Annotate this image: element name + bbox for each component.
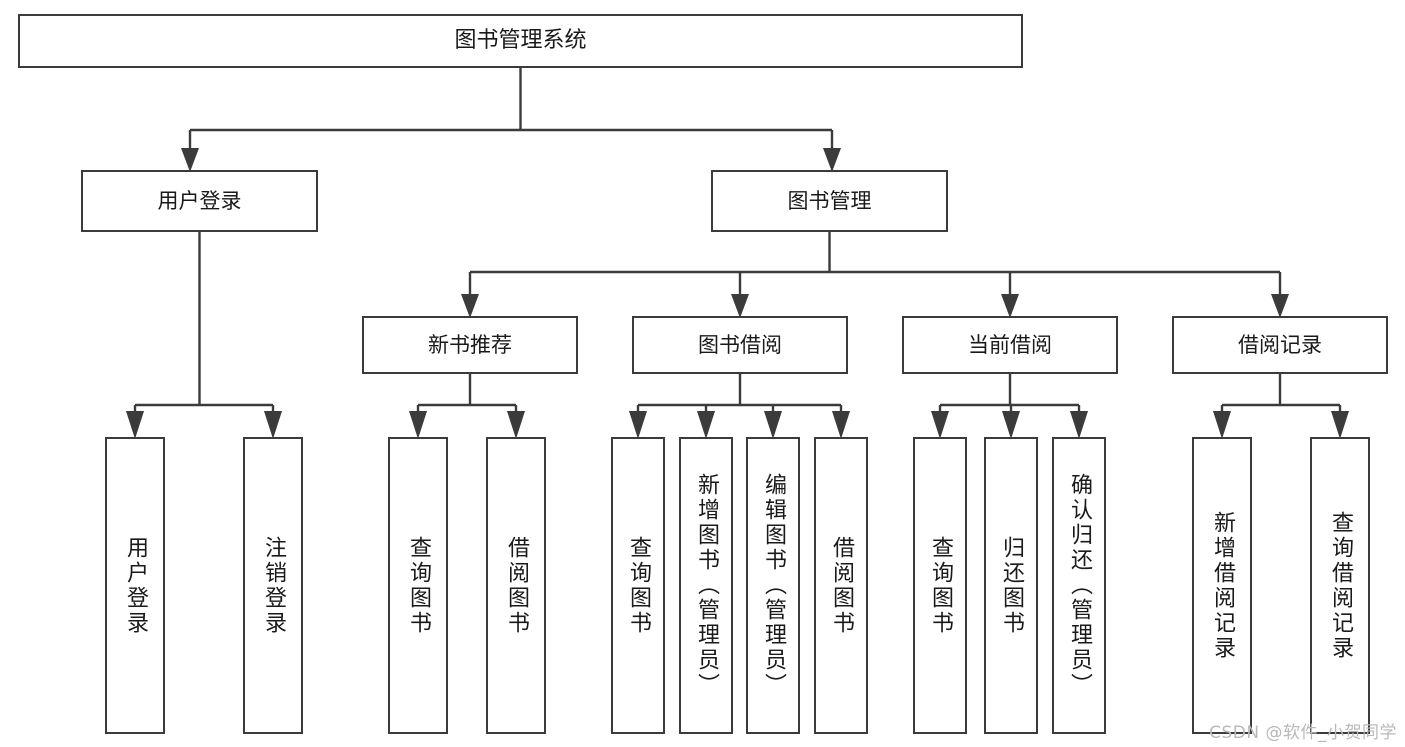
leaf-query-book-1-label: 查询图书 (406, 535, 431, 636)
arrowhead-borrow-record (1271, 294, 1289, 318)
node-root-label: 图书管理系统 (454, 28, 587, 54)
arrowhead-leaf-query-book-2 (629, 411, 647, 439)
node-root[interactable]: 图书管理系统 (18, 14, 1023, 68)
leaf-add-book-label: 新增图书（管理员） (694, 473, 719, 698)
node-user-login[interactable]: 用户登录 (81, 170, 318, 232)
leaf-borrow-book-2[interactable]: 借阅图书 (814, 437, 868, 734)
node-book-manage-label: 图书管理 (787, 188, 872, 213)
node-current-borrow[interactable]: 当前借阅 (902, 316, 1118, 374)
node-new-book-rec[interactable]: 新书推荐 (362, 316, 578, 374)
leaf-query-record[interactable]: 查询借阅记录 (1310, 437, 1370, 734)
arrowhead-leaf-add-book (697, 411, 715, 439)
arrowhead-book-manage (823, 148, 841, 172)
node-borrow-record[interactable]: 借阅记录 (1172, 316, 1388, 374)
arrowhead-book-borrow (731, 294, 749, 318)
arrowhead-leaf-query-book-1 (409, 411, 427, 439)
leaf-logout[interactable]: 注销登录 (243, 437, 303, 734)
leaf-logout-label: 注销登录 (261, 535, 286, 636)
arrowhead-leaf-return-book (1002, 411, 1020, 439)
node-current-borrow-label: 当前借阅 (968, 332, 1052, 357)
leaf-query-book-3[interactable]: 查询图书 (913, 437, 967, 734)
arrowhead-leaf-add-record (1213, 411, 1231, 439)
node-book-manage[interactable]: 图书管理 (711, 170, 948, 232)
arrowhead-leaf-logout (264, 411, 282, 439)
leaf-edit-book-label: 编辑图书（管理员） (761, 473, 786, 698)
leaf-query-book-2-label: 查询图书 (626, 535, 651, 636)
leaf-edit-book[interactable]: 编辑图书（管理员） (746, 437, 800, 734)
arrowhead-leaf-user-login (126, 411, 144, 439)
node-new-book-rec-label: 新书推荐 (428, 332, 512, 357)
leaf-query-book-1[interactable]: 查询图书 (388, 437, 448, 734)
leaf-add-record[interactable]: 新增借阅记录 (1192, 437, 1252, 734)
arrowhead-leaf-edit-book (764, 411, 782, 439)
leaf-borrow-book-1-label: 借阅图书 (504, 535, 529, 636)
leaf-return-book-label: 归还图书 (999, 535, 1024, 636)
leaf-borrow-book-1[interactable]: 借阅图书 (486, 437, 546, 734)
leaf-user-login-label: 用户登录 (123, 535, 148, 636)
arrowhead-leaf-query-record (1331, 411, 1349, 439)
arrowhead-leaf-query-book-3 (931, 411, 949, 439)
arrowhead-current-borrow (1001, 294, 1019, 318)
leaf-query-book-3-label: 查询图书 (928, 535, 953, 636)
leaf-user-login[interactable]: 用户登录 (105, 437, 165, 734)
leaf-add-book[interactable]: 新增图书（管理员） (679, 437, 733, 734)
node-borrow-record-label: 借阅记录 (1238, 332, 1322, 357)
arrowhead-leaf-confirm-return (1070, 411, 1088, 439)
node-user-login-label: 用户登录 (157, 188, 242, 213)
leaf-query-book-2[interactable]: 查询图书 (611, 437, 665, 734)
leaf-query-record-label: 查询借阅记录 (1328, 510, 1353, 661)
leaf-confirm-return-label: 确认归还（管理员） (1067, 473, 1092, 698)
arrowhead-new-book-rec (461, 294, 479, 318)
csdn-watermark: CSDN @软件_小贺同学 (1209, 723, 1397, 743)
leaf-confirm-return[interactable]: 确认归还（管理员） (1052, 437, 1106, 734)
arrowhead-leaf-borrow-book-1 (507, 411, 525, 439)
node-book-borrow[interactable]: 图书借阅 (632, 316, 848, 374)
leaf-borrow-book-2-label: 借阅图书 (829, 535, 854, 636)
leaf-return-book[interactable]: 归还图书 (984, 437, 1038, 734)
leaf-add-record-label: 新增借阅记录 (1210, 510, 1235, 661)
arrowhead-user-login (181, 148, 199, 172)
arrowhead-leaf-borrow-book-2 (832, 411, 850, 439)
node-book-borrow-label: 图书借阅 (698, 332, 782, 357)
